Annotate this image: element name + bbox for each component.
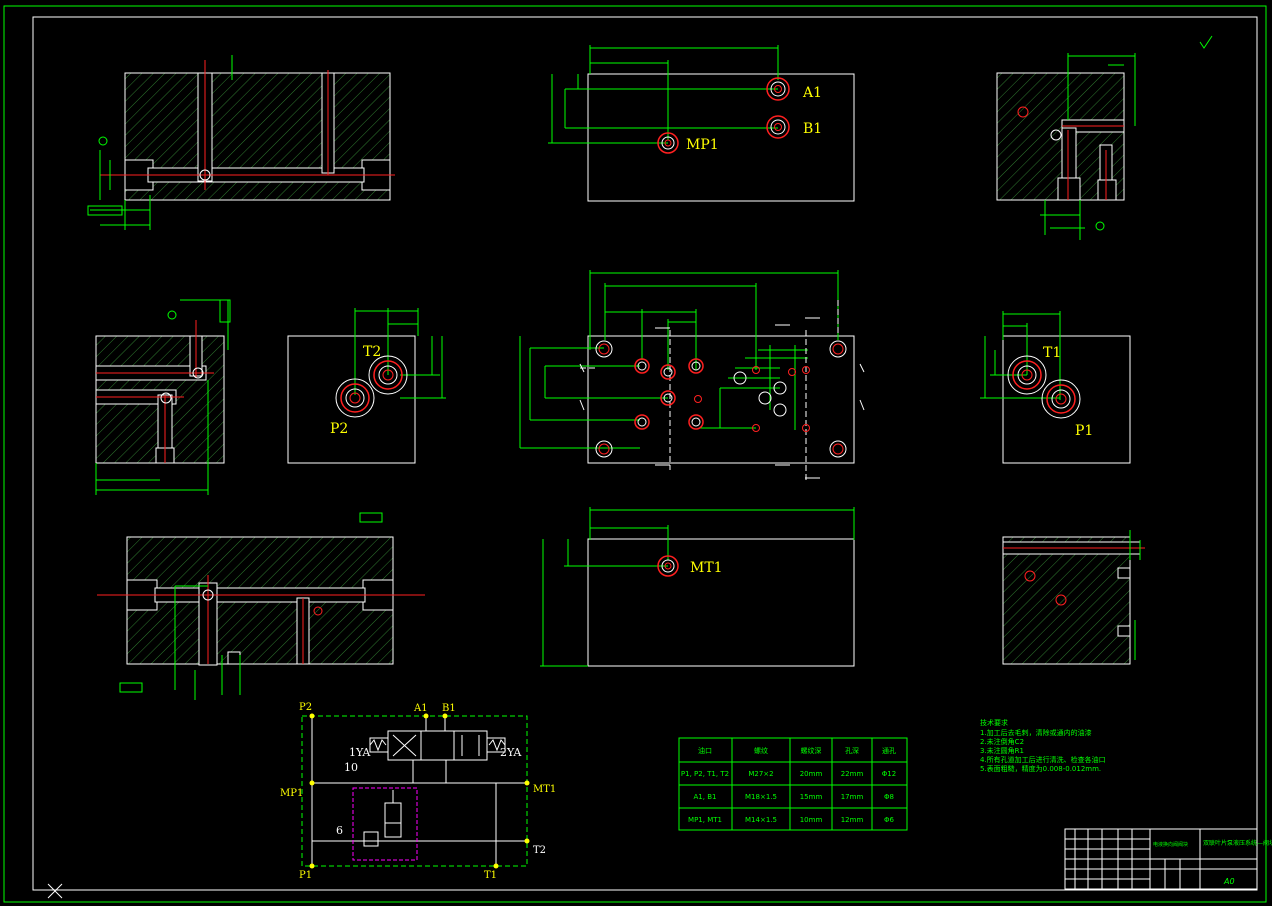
ports-table: 油口 螺纹 螺纹深 孔深 通孔 P1, P2, T1, T2 M27×2 20m…: [678, 737, 908, 831]
port-t1-hole: [1007, 355, 1047, 395]
corner-cross-icon: [47, 883, 63, 899]
table-cell: 15mm: [800, 793, 823, 801]
schematic-label-relief-no: 6: [336, 824, 343, 837]
schematic-label-t2: T2: [533, 845, 546, 856]
schematic-label-t1: T1: [484, 870, 497, 881]
notes-line: 4.所有孔道加工后进行清洗、检查各油口: [980, 755, 1106, 764]
port-label-p1: P1: [1075, 423, 1093, 439]
port-b1-hole: [766, 115, 790, 139]
port-t2-hole: [368, 355, 408, 395]
table-cell: 22mm: [841, 770, 864, 778]
port-p2-hole: [335, 378, 375, 418]
table-header-thread: 螺纹: [754, 746, 768, 755]
table-header-port: 油口: [698, 746, 712, 755]
port-label-p2: P2: [330, 421, 348, 437]
schematic-label-2ya: 2YA: [500, 746, 522, 759]
port-label-b1: B1: [803, 121, 822, 137]
port-mt1-hole: [657, 555, 679, 577]
table-cell: Φ12: [882, 770, 896, 778]
front-view: [519, 270, 865, 480]
section-view-top-right: [996, 53, 1136, 240]
title-block-part-name: 电液换向阀阀块: [1153, 841, 1188, 848]
port-label-t2: T2: [363, 344, 381, 360]
section-view-left: [95, 299, 231, 495]
inner-frame: [32, 16, 1258, 891]
table-cell: 20mm: [800, 770, 823, 778]
schematic-label-mp1: MP1: [280, 788, 303, 799]
table-cell: M14×1.5: [745, 816, 777, 824]
schematic-label-mt1: MT1: [533, 784, 556, 795]
port-label-a1: A1: [802, 85, 822, 101]
schematic-label-b1: B1: [442, 703, 456, 714]
port-label-mp1: MP1: [686, 137, 719, 153]
table-cell: M27×2: [748, 770, 773, 778]
notes-line: 5.表面粗糙，精度为0.008-0.012mm.: [980, 764, 1101, 773]
title-block-drawing-title: 双联叶片泵液压系统—阀块: [1203, 839, 1272, 847]
schematic-label-a1: A1: [413, 703, 428, 714]
table-cell: A1, B1: [694, 793, 717, 801]
bottom-view-mt1: MT1: [540, 507, 855, 667]
table-cell: M18×1.5: [745, 793, 777, 801]
notes-title: 技术要求: [980, 718, 1008, 727]
table-cell: MP1, MT1: [688, 816, 722, 824]
schematic-label-valve-no: 10: [344, 761, 358, 774]
side-view-t1-p1: T1 P1: [980, 311, 1131, 464]
port-a1-hole: [766, 77, 790, 101]
section-view-b-b: [97, 512, 425, 700]
table-cell: Φ8: [884, 793, 894, 801]
table-cell: Φ6: [884, 816, 895, 824]
title-block-sheet-size: A0: [1223, 877, 1235, 886]
notes-line: 1.加工后去毛刺，清除或通内的油漆: [980, 728, 1092, 737]
port-label-t1: T1: [1043, 345, 1061, 361]
hydraulic-schematic: P2 A1 B1 1YA 2YA 10 MP1 MT1 6 T2 P1 T1: [280, 702, 556, 881]
table-cell: 17mm: [841, 793, 864, 801]
side-view-t2-p2: T2 P2: [287, 308, 446, 464]
table-header-hole-depth: 孔深: [845, 746, 859, 755]
schematic-label-p2: P2: [299, 702, 312, 713]
table-cell: 10mm: [800, 816, 823, 824]
schematic-label-1ya: 1YA: [349, 746, 371, 759]
port-label-mt1: MT1: [690, 560, 723, 576]
technical-notes: 技术要求 1.加工后去毛刺，清除或通内的油漆 2.未注倒角C2 3.未注圆角R1…: [980, 718, 1106, 773]
top-view: A1 B1 MP1: [548, 45, 855, 202]
table-cell: P1, P2, T1, T2: [681, 770, 729, 778]
table-cell: 12mm: [841, 816, 864, 824]
roughness-symbol-icon: [1199, 35, 1213, 49]
outer-frame: [3, 5, 1267, 903]
port-p1-hole: [1041, 379, 1081, 419]
table-header-through-hole: 通孔: [882, 746, 896, 755]
section-view-e-e: [1002, 530, 1145, 665]
mounting-holes: [595, 340, 847, 458]
port-mp1-hole: [657, 132, 679, 154]
title-block: 双联叶片泵液压系统—阀块 电液换向阀阀块 A0: [1064, 828, 1272, 890]
schematic-label-p1: P1: [299, 870, 312, 881]
notes-line: 3.未注圆角R1: [980, 746, 1024, 755]
section-view-a-a: [87, 55, 395, 230]
notes-line: 2.未注倒角C2: [980, 737, 1024, 746]
valve-ports: [634, 358, 810, 432]
table-header-thread-depth: 螺纹深: [801, 746, 822, 755]
